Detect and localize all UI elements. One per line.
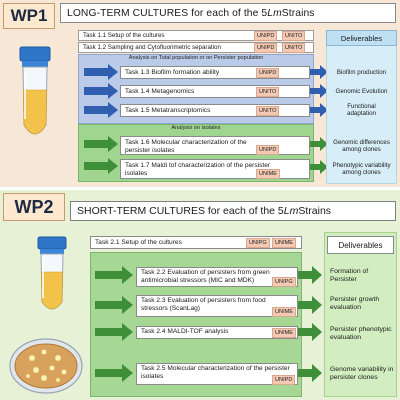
tag-unito: UNITO (256, 105, 280, 116)
wp2-title: SHORT-TERM CULTURES for each of the 5 Lm… (70, 201, 396, 221)
tag-unime: UNIME (272, 328, 297, 338)
task-1-4-label: Task 1.4 Metagenomics (125, 87, 195, 95)
task-2-1-label: Task 2.1 Setup of the cultures (95, 239, 182, 246)
tag-unime: UNIME (256, 169, 281, 179)
wp2-title-italic: Lm (283, 205, 299, 217)
task-2-3-line2: stressors (ScanLag) (141, 305, 200, 313)
wp2-deliverables-column (324, 232, 397, 397)
task-1-3-label: Task 1.3 Biofilm formation ability (125, 68, 220, 76)
task-2-3-line1: Task 2.3 Evaluation of persisters from f… (141, 297, 266, 304)
task-1-6-line2: persister isolates (125, 147, 175, 154)
task-1-7: Task 1.7 Maldi tof characterization of t… (120, 159, 310, 179)
task-1-5: Task 1.5 Metatranscriptomics UNITO (120, 104, 310, 117)
culture-tube-icon (19, 46, 51, 135)
blue-inner-arrows (84, 64, 118, 118)
tag-unipg: UNIPG (246, 237, 270, 248)
wp1-label: WP1 (3, 3, 55, 29)
tag-unito: UNITO (282, 42, 306, 53)
task-1-7-line1: Task 1.7 Maldi tof characterization of t… (125, 162, 271, 169)
wp1-title-suffix: Strains (281, 7, 315, 19)
tag-unito: UNITO (282, 30, 306, 41)
task-1-6: Task 1.6 Molecular characterization of t… (120, 136, 310, 155)
green-panel-caption: Analysis on isolates (171, 125, 221, 131)
deliverable-persister-growth: Persister growth evaluation (330, 296, 380, 312)
wp1-outer-arrows (310, 65, 328, 174)
blue-panel-caption: Analysis on Total population or on Persi… (128, 55, 264, 61)
task-2-1: Task 2.1 Setup of the cultures UNIPG UNI… (90, 236, 302, 249)
wp1-title-italic: Lm (267, 7, 282, 19)
task-2-5: Task 2.5 Molecular characterization of t… (136, 363, 298, 385)
wp2-inner-arrows (95, 266, 133, 382)
green-inner-arrows (84, 136, 118, 174)
task-1-3: Task 1.3 Biofilm formation ability UNIPD (120, 66, 310, 79)
deliverable-functional-adaptation: Functional adaptation (347, 103, 376, 118)
task-1-4: Task 1.4 Metagenomics UNITO (120, 85, 310, 98)
tag-unipg: UNIPG (272, 277, 296, 287)
task-2-2: Task 2.2 Evaluation of persisters from g… (136, 267, 298, 287)
tag-unipd: UNIPD (272, 375, 296, 385)
task-1-7-line2: isolates (125, 170, 148, 177)
deliverable-genome-variability: Genome variability in persister clones (330, 366, 394, 382)
deliverable-phenotypic-variability: Phenotypic variability among clones (332, 162, 391, 177)
tag-unime: UNIME (272, 307, 297, 317)
tag-unipd: UNIPD (254, 30, 278, 41)
tag-unipd: UNIPD (254, 42, 278, 53)
deliverable-genomic-differences: Genomic differences among clones (333, 139, 390, 154)
task-2-4-line1: Task 2.4 MALDI-TOF analysis (141, 328, 229, 335)
deliverable-persister-phenotypic: Persister phenotypic evaluation (330, 326, 392, 342)
tag-unipd: UNIPD (256, 145, 280, 155)
wp1-title: LONG-TERM CULTURES for each of the 5 Lm … (60, 3, 396, 23)
tag-unipd: UNIPD (256, 67, 280, 78)
deliverable-biofilm: Biofilm production (336, 69, 387, 76)
task-1-2: Task 1.2 Sampling and Cytofluorimetric s… (78, 42, 314, 53)
task-2-2-line1: Task 2.2 Evaluation of persisters from g… (141, 269, 270, 276)
task-2-5-line1: Task 2.5 Molecular characterization of t… (141, 365, 290, 372)
task-2-4: Task 2.4 MALDI-TOF analysis UNIME (136, 326, 298, 339)
task-1-1: Task 1.1 Setup of the cultures UNIPD UNI… (78, 30, 314, 41)
wp2-title-prefix: SHORT-TERM CULTURES for each of the 5 (77, 205, 284, 217)
wp2-title-suffix: Strains (298, 205, 332, 217)
wp2-deliverables-header: Deliverables (327, 236, 394, 254)
wp2-label: WP2 (3, 193, 65, 221)
wp1-deliverables-header: Deliverables (326, 30, 397, 46)
task-1-1-label: Task 1.1 Setup of the cultures (83, 32, 165, 39)
task-1-5-label: Task 1.5 Metatranscriptomics (125, 106, 211, 114)
task-1-2-label: Task 1.2 Sampling and Cytofluorimetric s… (83, 44, 221, 51)
tag-unito: UNITO (256, 86, 280, 97)
task-2-3: Task 2.3 Evaluation of persisters from f… (136, 295, 298, 317)
task-2-2-line2: antimicrobial stressors (MIC and MDK) (141, 277, 255, 285)
task-1-6-line1: Task 1.6 Molecular characterization of t… (125, 139, 247, 146)
wp2-outer-arrows (298, 266, 322, 382)
culture-tube-icon (37, 236, 67, 310)
task-2-5-line2: isolates (141, 373, 164, 381)
tag-unime: UNIME (272, 237, 297, 248)
deliverable-formation-of-persister: Formation of Persister (330, 268, 369, 284)
deliverable-genomic-evolution: Genomic Evolution (335, 88, 388, 95)
petri-dish-icon (9, 338, 83, 394)
wp1-title-prefix: LONG-TERM CULTURES for each of the 5 (67, 7, 268, 19)
